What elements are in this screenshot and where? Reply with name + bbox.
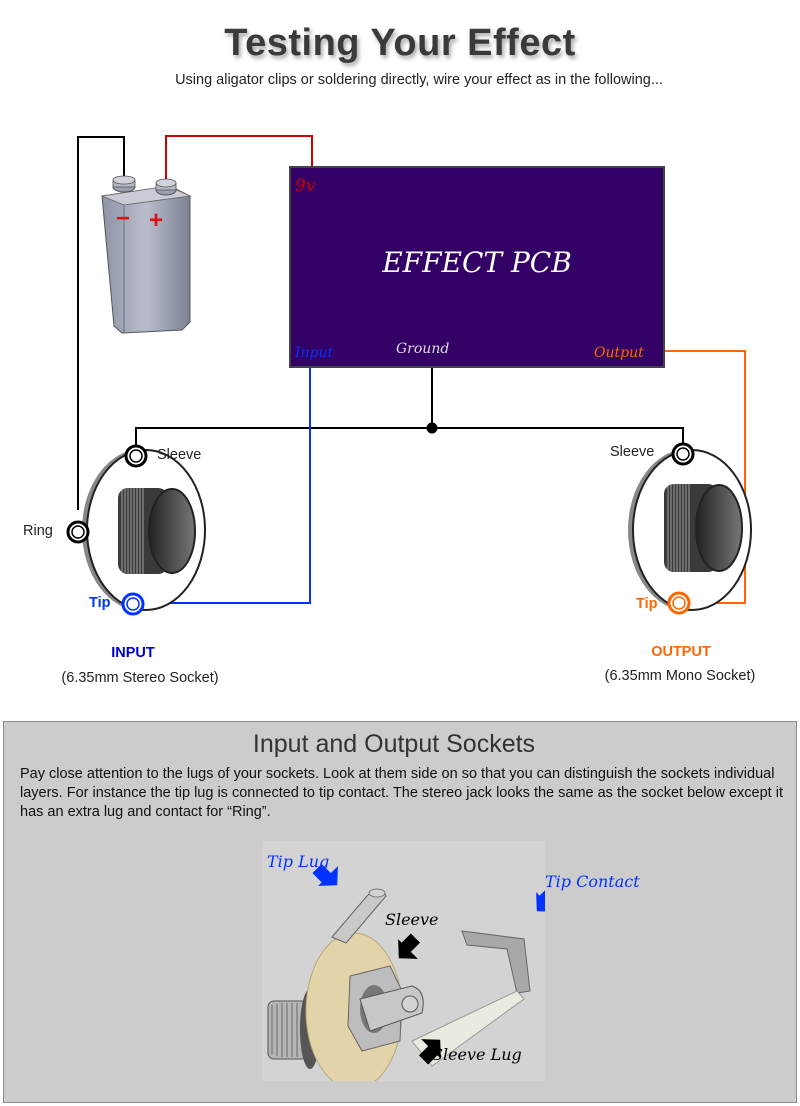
page-title: Testing Your Effect xyxy=(224,22,576,64)
info-panel: Input and Output Sockets Pay close atten… xyxy=(3,721,797,1103)
power-wire xyxy=(165,135,313,185)
output-sleeve-label: Sleeve xyxy=(610,444,655,460)
annotation-sleeve: Sleeve xyxy=(385,910,439,929)
input-socket-subtitle: (6.35mm Stereo Socket) xyxy=(61,670,219,686)
output-socket-subtitle: (6.35mm Mono Socket) xyxy=(604,668,756,684)
input-ring-label: Ring xyxy=(23,523,53,539)
jack-socket-photo xyxy=(262,841,559,1090)
pcb-label-9v: 9v xyxy=(295,176,316,196)
ground-wire-battery xyxy=(77,136,125,510)
pcb-title: EFFECT PCB xyxy=(381,246,572,279)
input-socket-icon xyxy=(66,444,206,616)
output-tip-label: Tip xyxy=(636,596,658,612)
junction-dot xyxy=(426,422,438,434)
pcb-label-output: Output xyxy=(594,345,644,361)
annotation-tip-contact: Tip Contact xyxy=(545,872,640,891)
output-socket-icon xyxy=(628,442,752,615)
battery-positive-symbol: + xyxy=(149,207,163,234)
input-tip-label: Tip xyxy=(89,595,111,611)
output-socket-title: OUTPUT xyxy=(651,644,711,660)
info-title: Input and Output Sockets xyxy=(252,730,536,758)
battery-negative-symbol: − xyxy=(116,205,130,232)
ground-bus-wire xyxy=(135,367,684,447)
battery-9v-icon: − + xyxy=(100,175,192,334)
jack-socket-illustration xyxy=(267,863,559,1090)
effect-pcb: EFFECT PCB 9v Input Ground Output xyxy=(289,166,665,368)
input-sleeve-label: Sleeve xyxy=(157,447,202,463)
page-subtitle: Using aligator clips or soldering direct… xyxy=(175,72,663,88)
pcb-label-ground: Ground xyxy=(396,341,449,357)
annotation-sleeve-lug: Sleeve Lug xyxy=(432,1045,522,1064)
annotation-tip-lug: Tip Lug xyxy=(267,852,330,871)
pcb-label-input: Input xyxy=(294,345,334,361)
wiring-diagram: − + EFFECT PCB 9v Input Ground Output xyxy=(66,135,752,616)
input-socket-title: INPUT xyxy=(111,645,155,661)
info-body: Pay close attention to the lugs of your … xyxy=(20,766,783,820)
input-wire xyxy=(145,367,311,604)
